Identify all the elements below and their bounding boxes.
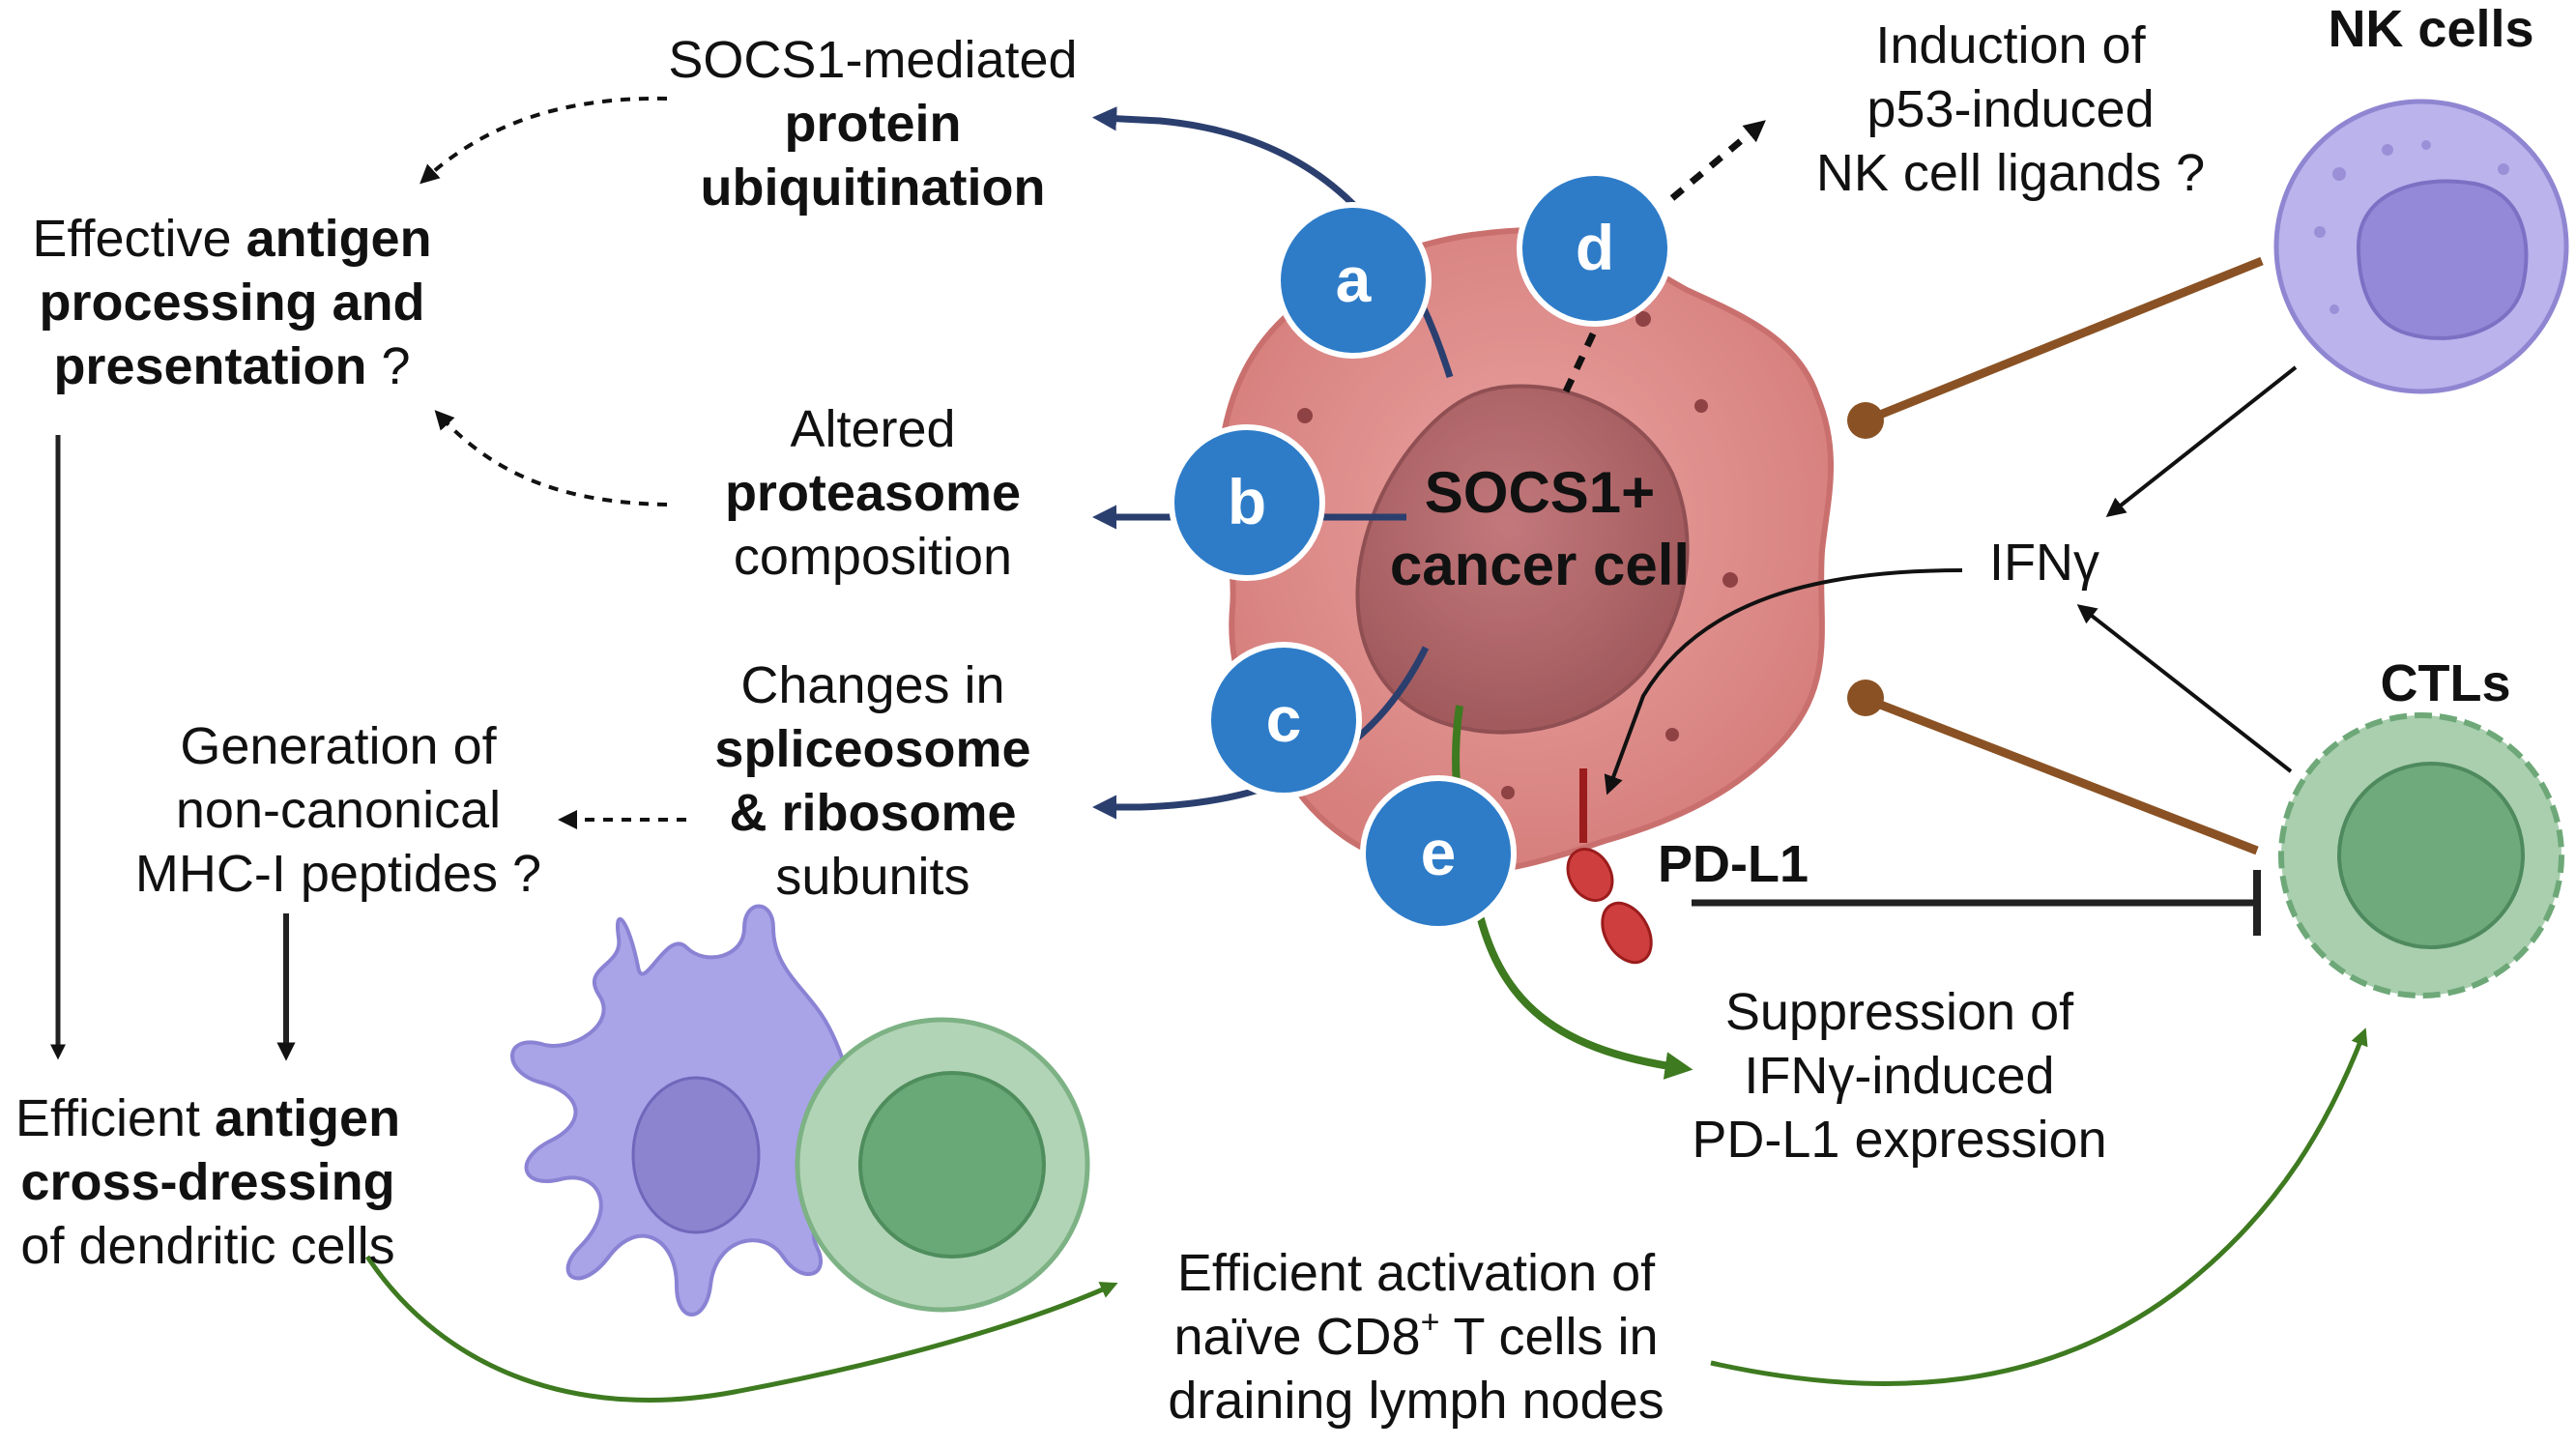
activation-label: Efficient activation of naïve CD8+ T cel… [1168,1244,1664,1430]
svg-text:Induction of: Induction of [1875,16,2146,74]
svg-text:Efficient activation of: Efficient activation of [1177,1244,1656,1302]
badge-d-letter: d [1576,212,1614,283]
proteasome-label: Altered proteasome composition [725,400,1021,586]
arrow-ifng-to-pdl1 [1604,568,1963,796]
ctl-contact-knob [1847,680,1884,716]
nk-granule [2382,144,2393,156]
svg-text:of dendritic cells: of dendritic cells [20,1217,394,1275]
badge-c: c [1205,642,1362,798]
crossdressing-label: Efficient antigen cross-dressing of dend… [15,1089,400,1275]
pdl1-label: PD-L1 [1658,835,1809,893]
nk-granule [2314,226,2326,238]
nk-cells-label: NK cells [2328,0,2533,58]
organelle-dot [1635,311,1651,327]
svg-text:SOCS1-mediated: SOCS1-mediated [668,31,1077,89]
ifng-label: IFNγ [1989,534,2099,592]
nk-granule [2330,304,2339,314]
nk-granule [2421,140,2431,150]
ctl-cell [2278,712,2564,998]
organelle-dot [1297,408,1313,423]
ctl-contact-line [1868,696,2259,855]
pdl1-receptor [1566,768,1653,965]
badge-e-letter: e [1421,817,1457,888]
organelle-dot [1665,728,1679,741]
arrow-dashed-protea-to-antigen [434,410,668,506]
badge-d-circle [1517,170,1673,327]
ubiquitination-label: SOCS1-mediated protein ubiquitination [668,31,1077,217]
center-label-line2: cancer cell [1390,533,1690,597]
badge-e-circle [1360,775,1517,932]
arrow-dashed-ubiq-to-antigen [420,96,668,185]
svg-text:MHC-I peptides ?: MHC-I peptides ? [135,845,541,903]
ctl-cell-nucleus [2337,762,2525,949]
nk-cell [2273,99,2569,394]
badge-a: a [1275,202,1432,359]
badge-c-letter: c [1266,683,1302,755]
svg-text:NK cell ligands ?: NK cell ligands ? [1816,144,2205,202]
svg-text:proteasome: proteasome [725,464,1021,522]
pdl1-domain-2 [1601,901,1653,965]
svg-text:Suppression of: Suppression of [1725,983,2074,1041]
svg-text:p53-induced: p53-induced [1867,80,2154,138]
badge-c-circle [1205,642,1362,798]
svg-text:Changes in: Changes in [740,656,1004,714]
nk-contact-line [1868,256,2264,423]
badge-a-circle [1275,202,1432,359]
nk-granule [2498,163,2509,175]
center-label-line1: SOCS1+ [1425,460,1655,525]
dendritic-cell-nucleus [631,1076,761,1234]
svg-text:spliceosome: spliceosome [714,720,1030,778]
arrow-d-p53-ext [1669,120,1766,201]
svg-text:composition: composition [734,528,1012,586]
noncanonical-label: Generation of non-canonical MHC-I peptid… [135,717,541,903]
svg-text:Altered: Altered [790,400,955,458]
organelle-dot [1694,399,1708,413]
badge-b: b [1169,424,1325,581]
ctls-label: CTLs [2381,654,2511,712]
svg-text:draining lymph nodes: draining lymph nodes [1168,1372,1664,1430]
badge-d: d [1517,170,1673,327]
svg-text:protein: protein [785,95,962,153]
arrow-activation-to-ctl [1710,1027,2368,1386]
svg-text:IFNγ-induced: IFNγ-induced [1744,1047,2054,1105]
svg-text:Generation of: Generation of [180,717,497,775]
badge-e: e [1360,775,1517,932]
svg-text:subunits: subunits [775,848,970,906]
svg-text:Effective antigen: Effective antigen [32,210,431,268]
pdl1-domain-1 [1566,848,1614,902]
nk-cell-nucleus [2356,179,2529,340]
arrow-nk-to-ifng [2105,365,2298,517]
t-cell-nucleus [858,1071,1046,1259]
svg-text:processing and: processing and [39,274,424,332]
nk-contact-knob [1847,402,1884,439]
svg-text:naïve CD8+ T cells in: naïve CD8+ T cells in [1173,1304,1658,1366]
t-cell [795,1017,1090,1313]
svg-text:ubiquitination: ubiquitination [701,159,1046,217]
svg-text:Efficient antigen: Efficient antigen [15,1089,400,1147]
svg-text:cross-dressing: cross-dressing [20,1153,394,1211]
svg-text:non-canonical: non-canonical [176,781,501,839]
nk-granule [2332,167,2346,181]
cancer-cell [1217,226,1834,876]
arrow-ctl-to-ifng [2076,604,2293,773]
organelle-dot [1722,572,1738,588]
p53-label: Induction of p53-induced NK cell ligands… [1816,16,2205,202]
svg-text:PD-L1 expression: PD-L1 expression [1692,1111,2106,1169]
suppression-label: Suppression of IFNγ-induced PD-L1 expres… [1692,983,2106,1169]
svg-text:presentation ?: presentation ? [53,337,410,395]
cancer-cell-nucleus [1355,384,1690,735]
antigen-presentation-label: Effective antigen processing and present… [32,210,431,395]
organelle-dot [1501,786,1515,799]
badge-b-circle [1169,424,1325,581]
arrow-a-ubiquitination [1091,106,1454,379]
spliceosome-label: Changes in spliceosome & ribosome subuni… [714,656,1030,906]
badge-a-letter: a [1336,244,1373,315]
badge-b-letter: b [1228,466,1266,537]
arrow-crossdress-to-activation [364,1255,1118,1403]
dendritic-cell [510,904,855,1317]
svg-text:& ribosome: & ribosome [729,784,1016,842]
